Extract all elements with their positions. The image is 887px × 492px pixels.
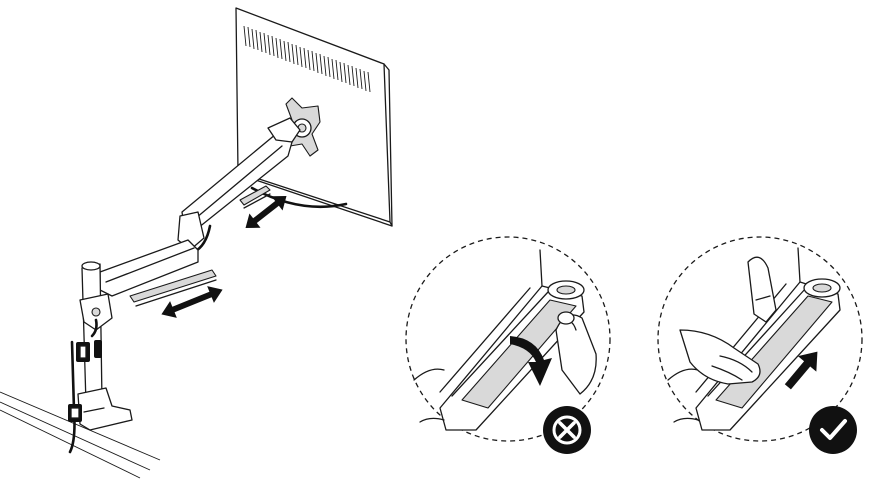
lower-arm <box>99 239 199 297</box>
hand-bottom <box>679 329 761 385</box>
hand-top <box>747 256 777 323</box>
double-arrow-icon <box>161 286 223 318</box>
vesa-mount-plate <box>285 97 321 157</box>
monitor-arm-assembly <box>0 7 393 479</box>
channel-detail <box>413 249 585 431</box>
upper-arm <box>177 117 301 254</box>
double-arrow-icon <box>245 195 287 229</box>
cable-cover-correct <box>657 236 863 454</box>
cable-cover-incorrect <box>405 236 611 454</box>
cable-down-pole <box>68 318 102 454</box>
cable-cover-upper <box>239 185 271 209</box>
desk-clamp <box>77 387 133 431</box>
straight-arrow-icon <box>784 351 818 390</box>
hand <box>555 311 597 395</box>
cable-cover-lower <box>129 269 217 307</box>
cross-icon <box>543 406 591 454</box>
curved-arrow-icon <box>510 336 552 386</box>
check-icon <box>809 406 857 454</box>
monitor-vents <box>243 25 371 93</box>
monitor <box>235 7 393 227</box>
